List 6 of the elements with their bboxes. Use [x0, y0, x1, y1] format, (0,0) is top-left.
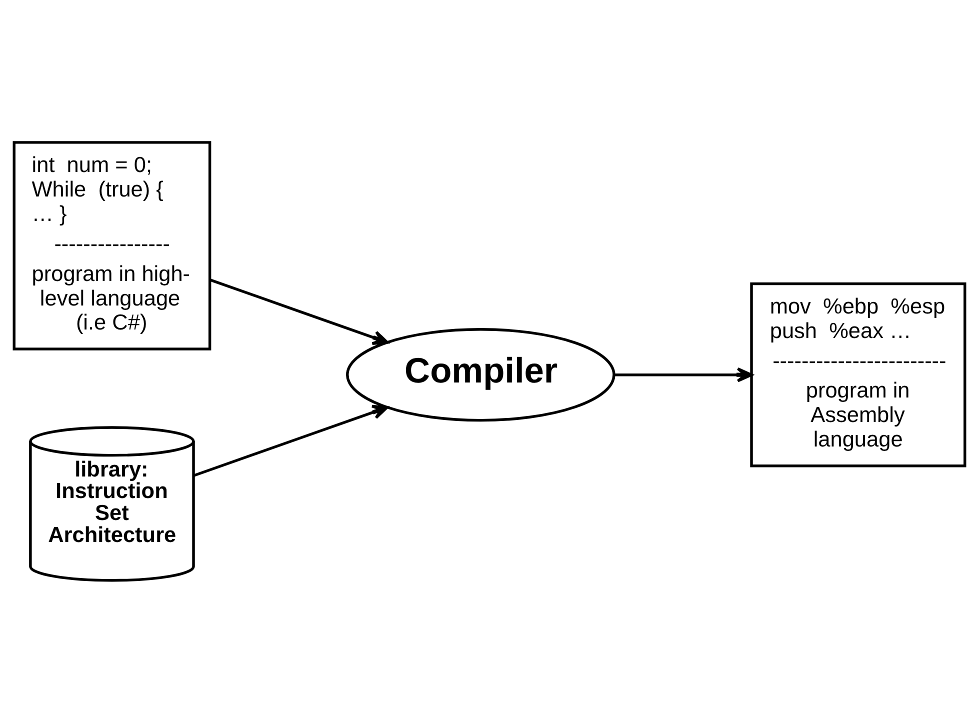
arrow: [193, 404, 388, 477]
node-ellipse: Compiler: [346, 328, 616, 422]
arrow: [614, 367, 753, 382]
arrow: [210, 278, 389, 345]
node-box: mov %ebp %esp push %eax … ------------------------ program in Assembly language: [750, 282, 966, 468]
node-box: int num = 0; While (true) { … } ---------------- program in high-level language (i.e C#): [12, 141, 212, 350]
